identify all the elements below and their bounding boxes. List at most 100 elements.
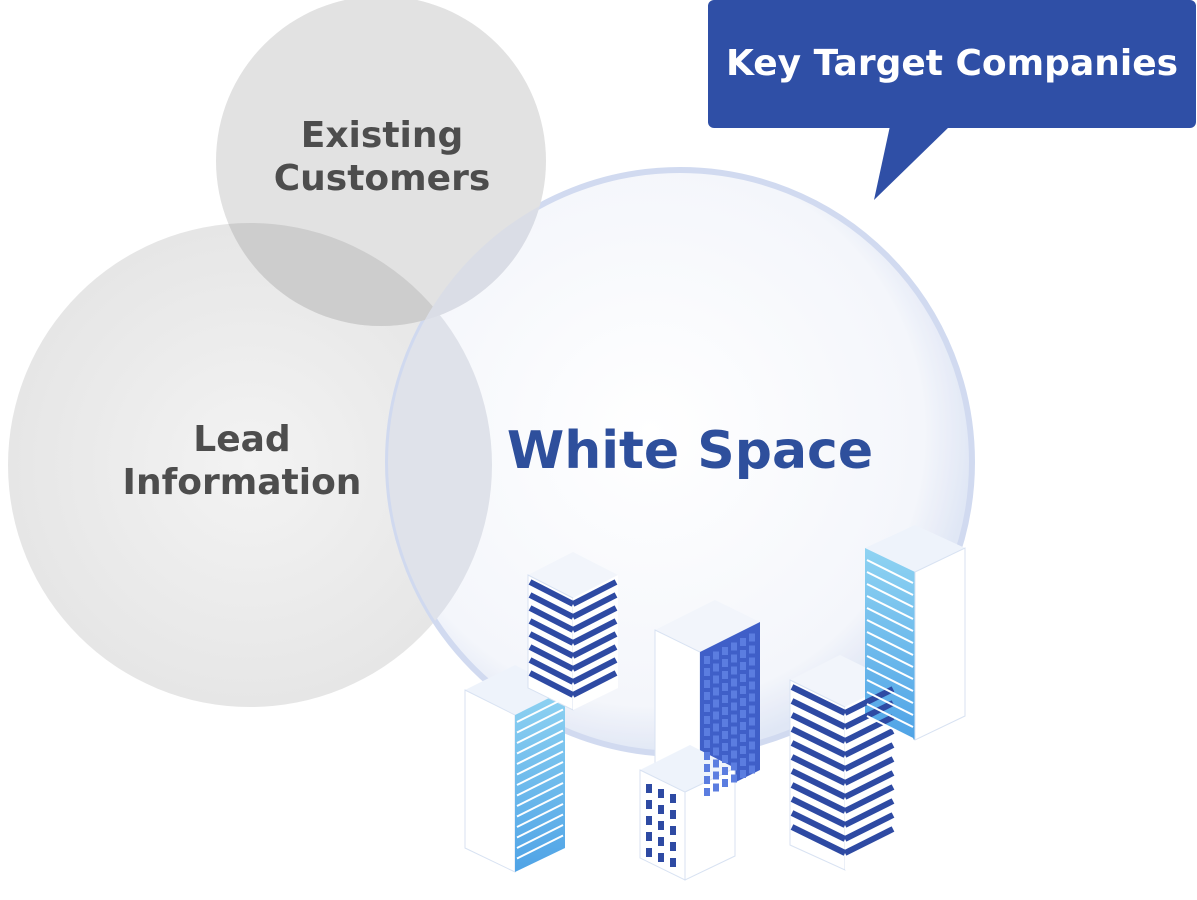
building-window — [740, 758, 746, 766]
building-window — [722, 767, 728, 775]
building-window — [749, 765, 755, 774]
building-window — [722, 731, 728, 739]
building-window — [670, 810, 676, 819]
building-window — [740, 662, 746, 670]
building-stripe — [843, 812, 895, 842]
building-window — [704, 668, 710, 676]
building-stripe — [866, 703, 914, 728]
key-target-companies-label: Key Target Companies — [725, 42, 1179, 84]
building-stripe — [866, 559, 914, 584]
building-window — [749, 693, 755, 702]
building-window — [740, 746, 746, 754]
lead-information-label: Lead Information — [82, 418, 402, 504]
building-window — [749, 669, 755, 678]
building-window — [722, 779, 728, 787]
building-stripe — [866, 667, 914, 692]
building-window — [713, 783, 719, 792]
building-window — [731, 678, 737, 687]
building-window — [731, 666, 737, 675]
building-window — [740, 722, 746, 730]
building-stripe — [571, 657, 618, 685]
building-window — [704, 776, 710, 784]
building-window — [713, 723, 719, 732]
building-stripe — [516, 771, 564, 797]
building-window — [731, 726, 737, 735]
building-stripe — [843, 770, 895, 800]
white-space-text: White Space — [506, 421, 874, 481]
building-stripe — [790, 740, 847, 772]
building-stripe — [866, 691, 914, 716]
building-stripe — [843, 728, 895, 758]
building-window — [670, 858, 676, 867]
building-window — [722, 707, 728, 715]
building-window — [731, 762, 737, 771]
building-stripe — [866, 631, 914, 656]
building-stripe — [790, 754, 847, 786]
building-window — [670, 842, 676, 851]
speech-bubble-callout-icon — [708, 0, 1196, 200]
building-stripe — [571, 618, 618, 646]
building-stripe-details — [516, 559, 914, 867]
building-stripe — [516, 698, 564, 723]
building-window — [749, 633, 755, 642]
building-window — [704, 728, 710, 736]
building-window — [704, 704, 710, 712]
building-window — [713, 735, 719, 744]
building-window — [749, 657, 755, 666]
building-window — [658, 789, 664, 798]
building-window — [749, 753, 755, 762]
building-window — [740, 638, 746, 646]
building-stripe — [571, 670, 618, 698]
building-stripe — [528, 657, 575, 685]
lead-information-line1: Lead — [193, 419, 291, 460]
building-stripe — [866, 607, 914, 632]
building-stripe — [516, 750, 564, 776]
building-stripe — [528, 631, 575, 659]
building-window — [722, 659, 728, 667]
building-window — [740, 650, 746, 658]
lead-information-circle — [8, 223, 492, 707]
building-stripe — [843, 784, 895, 814]
building-window — [731, 642, 737, 651]
building-stripe — [790, 796, 847, 828]
building-window — [722, 743, 728, 751]
building-window — [740, 710, 746, 718]
isometric-buildings-illustration-icon — [464, 525, 966, 881]
building-window — [722, 683, 728, 691]
building-window — [670, 794, 676, 803]
building-stripe — [528, 618, 575, 646]
building-stripe — [843, 826, 895, 856]
building-window — [749, 717, 755, 726]
building-window — [646, 800, 652, 809]
building-window — [646, 832, 652, 841]
building-window — [704, 752, 710, 760]
building-window — [749, 741, 755, 750]
building-stripe — [790, 782, 847, 814]
building-stripe — [866, 643, 914, 668]
building-stripe — [516, 813, 564, 839]
building-window — [749, 705, 755, 714]
building-window — [704, 764, 710, 772]
building-stripe — [571, 631, 618, 659]
building-stripe — [790, 698, 847, 730]
building-stripe — [866, 583, 914, 608]
building-window — [704, 692, 710, 700]
building-window — [731, 702, 737, 711]
white-space-label: White Space — [480, 420, 900, 482]
building-stripe — [843, 686, 895, 716]
building-window — [731, 714, 737, 723]
building-stripe — [528, 605, 575, 633]
building-stripe — [790, 726, 847, 758]
building-window — [740, 734, 746, 742]
building-window — [658, 837, 664, 846]
building-window — [749, 729, 755, 738]
building-stripe — [790, 768, 847, 800]
building-stripe — [571, 592, 618, 620]
building-stripe — [516, 729, 564, 755]
building-stripe — [516, 803, 564, 828]
building-window — [731, 750, 737, 759]
building-window — [704, 788, 710, 796]
building-stripes-left — [527, 552, 618, 711]
